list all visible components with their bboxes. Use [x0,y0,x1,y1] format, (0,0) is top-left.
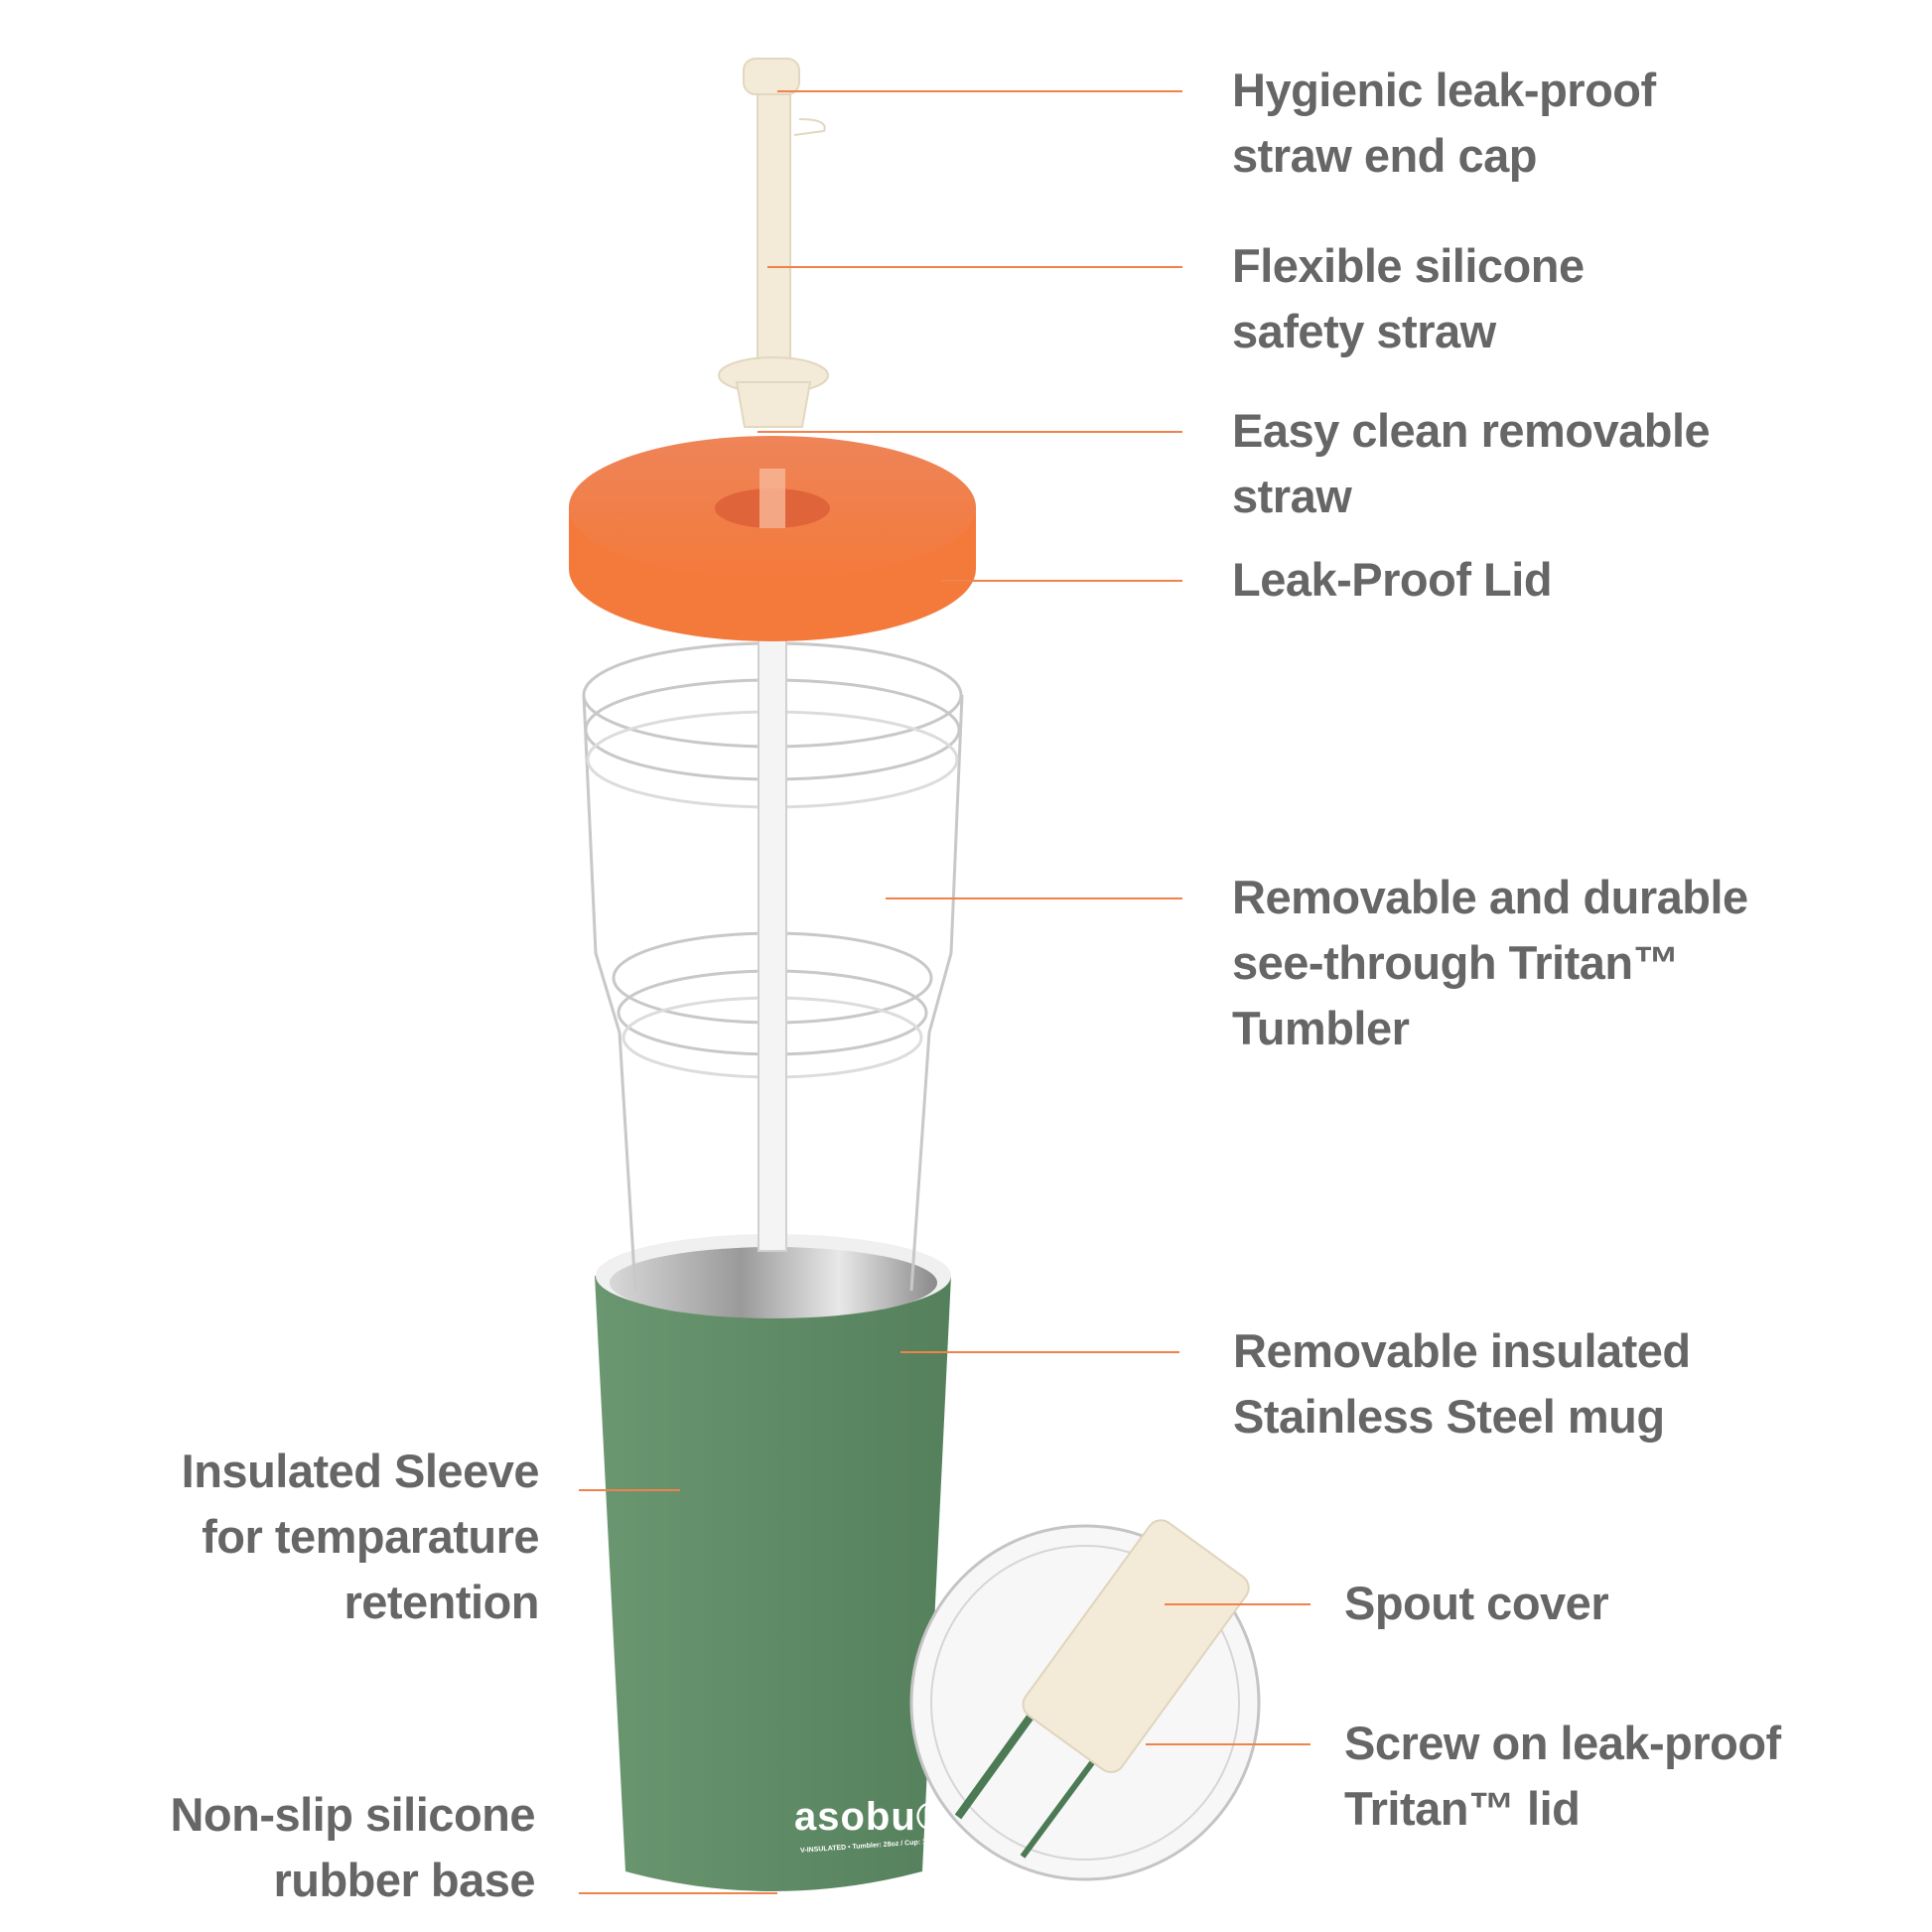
brand-logo: asobu® [794,1795,947,1839]
screw-on-lid [909,1519,1261,1881]
label-base: Non-slip silicone rubber base [170,1782,535,1913]
label-line: rubber base [273,1854,535,1906]
leader-line [758,431,1182,433]
leader-line [579,1489,680,1491]
label-line: Removable and durable [1232,871,1748,923]
label-line: straw [1232,470,1352,522]
label-line: Spout cover [1344,1577,1609,1629]
silicone-straw [718,58,829,428]
label-steel-mug: Removable insulated Stainless Steel mug [1233,1318,1691,1449]
label-line: retention [344,1576,539,1628]
label-line: Non-slip silicone [170,1788,535,1841]
spout-cover [1022,1519,1250,1773]
label-line: Hygienic leak-proof [1232,64,1656,116]
leader-line [579,1892,777,1894]
label-screw-lid: Screw on leak-proof Tritan™ lid [1344,1711,1781,1842]
label-line: Leak-Proof Lid [1232,553,1553,606]
label-line: Tumbler [1232,1002,1410,1054]
label-line: Flexible silicone [1232,239,1585,292]
label-sleeve: Insulated Sleeve for temparature retenti… [181,1439,540,1635]
label-line: see-through Tritan™ [1232,936,1680,989]
label-line: straw end cap [1232,129,1537,182]
label-line: Screw on leak-proof [1344,1717,1781,1769]
label-silicone-straw: Flexible silicone safety straw [1232,233,1585,364]
leader-line [1146,1743,1311,1745]
label-line: Stainless Steel mug [1233,1390,1665,1443]
label-line: Insulated Sleeve [181,1445,540,1497]
label-straw-end-cap: Hygienic leak-proof straw end cap [1232,58,1656,189]
leader-line [900,1351,1179,1353]
tritan-tumbler [582,595,964,1292]
leader-line [777,90,1182,92]
label-line: for temparature [202,1510,539,1563]
label-line: Tritan™ lid [1344,1782,1581,1835]
leak-proof-lid [569,436,976,641]
leader-line [941,580,1182,582]
label-lid: Leak-Proof Lid [1232,547,1553,613]
label-line: safety straw [1232,305,1496,357]
label-spout-cover: Spout cover [1344,1571,1609,1636]
leader-line [1165,1603,1311,1605]
leader-line [886,897,1182,899]
label-tritan-tumbler: Removable and durable see-through Tritan… [1232,865,1748,1061]
label-removable-straw: Easy clean removable straw [1232,398,1711,529]
label-line: Easy clean removable [1232,404,1711,457]
straw-end-cap [743,58,800,95]
insulated-sleeve [595,1234,951,1891]
label-line: Removable insulated [1233,1324,1691,1377]
leader-line [767,266,1182,268]
